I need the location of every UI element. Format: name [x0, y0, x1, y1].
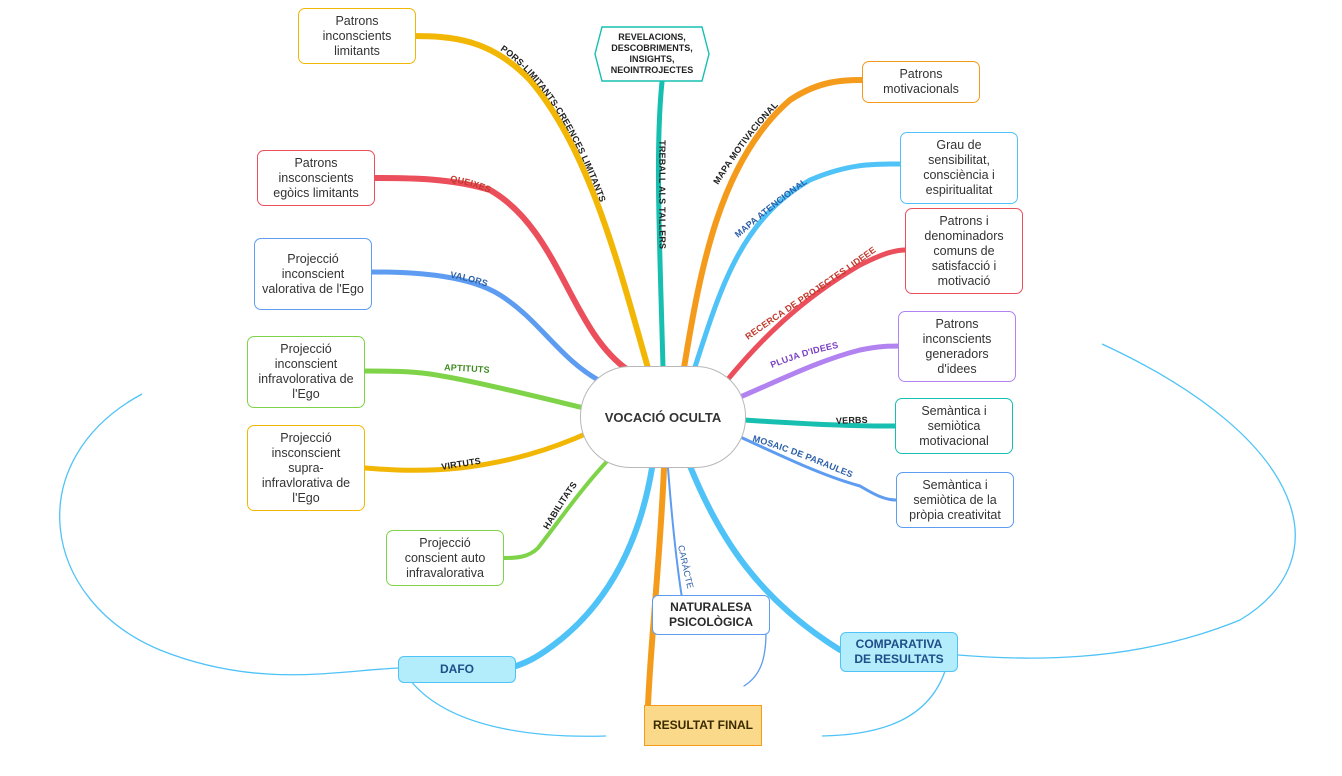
- central-topic[interactable]: VOCACIÓ OCULTA: [580, 366, 746, 468]
- node-naturalesa-psicologica[interactable]: NATURALESA PSICOLÒGICA: [652, 595, 770, 635]
- node-label: Patrons motivacionals: [883, 67, 959, 96]
- svg-text:TREBALL ALS TALLERS: TREBALL ALS TALLERS: [657, 140, 667, 249]
- node-label: NATURALESA PSICOLÒGICA: [668, 600, 753, 629]
- node-label: Patrons inconscients limitants: [322, 13, 392, 58]
- node-label: COMPARATIVA DE RESULTATS: [854, 637, 944, 666]
- node-label: Grau de sensibilitat, consciència i espi…: [923, 138, 995, 197]
- node-projeccio-infra[interactable]: Projecció inconscient infravolorativa de…: [247, 336, 365, 408]
- node-dafo[interactable]: DAFO: [398, 656, 516, 683]
- node-revelacions-line1: REVELACIONS,: [618, 32, 686, 42]
- node-label: RESULTAT FINAL: [653, 718, 753, 732]
- node-label: Patrons i denominadors comuns de satisfa…: [924, 213, 1004, 288]
- node-patrons-limitants[interactable]: Patrons inconscients limitants: [298, 8, 416, 64]
- svg-text:VALORS: VALORS: [450, 270, 490, 289]
- label-mapa-atencional: MAPA ATENCIONAL: [733, 176, 809, 239]
- node-patrons-egoics[interactable]: Patrons insconscients egòics limitants: [257, 150, 375, 206]
- node-revelacions-line4: NEOINTROJECTES: [610, 65, 694, 75]
- node-patrons-denominadors[interactable]: Patrons i denominadors comuns de satisfa…: [905, 208, 1023, 294]
- node-label: Semàntica i semiòtica motivacional: [919, 403, 989, 448]
- svg-text:MAPA MOTIVACIONAL: MAPA MOTIVACIONAL: [711, 99, 780, 186]
- node-revelacions-line2: DESCOBRIMENTS,: [611, 43, 693, 53]
- node-label: DAFO: [440, 662, 474, 676]
- node-revelacions[interactable]: REVELACIONS, DESCOBRIMENTS, INSIGHTS, NE…: [594, 26, 710, 82]
- node-label: Patrons inconscients generadors d'idees: [922, 316, 992, 376]
- node-semantica-creativitat[interactable]: Semàntica i semiòtica de la pròpia creat…: [896, 472, 1014, 528]
- svg-text:HABILITATS: HABILITATS: [541, 480, 579, 531]
- label-aptituts: APTITUTS: [444, 362, 490, 375]
- label-mosaic-paraules: MOSAIC DE PARAULES: [752, 433, 855, 479]
- label-valors: VALORS: [450, 270, 489, 289]
- label-queixes: QUEIXES: [450, 174, 493, 195]
- svg-text:MOSAIC DE PARAULES: MOSAIC DE PARAULES: [752, 433, 855, 479]
- node-label: Projecció inconscient infravolorativa de…: [258, 342, 354, 401]
- node-label: Projecció inconscient valorativa de l'Eg…: [262, 251, 364, 296]
- node-label: Projecció conscient auto infravalorativa: [404, 535, 486, 580]
- svg-text:QUEIXES: QUEIXES: [450, 174, 493, 195]
- node-comparativa-resultats[interactable]: COMPARATIVA DE RESULTATS: [840, 632, 958, 672]
- label-mapa-motivacional: MAPA MOTIVACIONAL: [711, 99, 780, 186]
- hexagon-shape: [594, 26, 710, 82]
- svg-text:PLUJA D'IDEES: PLUJA D'IDEES: [769, 340, 839, 370]
- node-patrons-motivacionals[interactable]: Patrons motivacionals: [862, 61, 980, 103]
- label-verbs: VERBS: [836, 415, 868, 426]
- node-label: Projecció insconscient supra-infravlorat…: [261, 430, 351, 505]
- svg-text:MAPA ATENCIONAL: MAPA ATENCIONAL: [733, 176, 809, 239]
- node-revelacions-line3: INSIGHTS,: [629, 54, 675, 64]
- node-patrons-generadors[interactable]: Patrons inconscients generadors d'idees: [898, 311, 1016, 382]
- central-topic-label: VOCACIÓ OCULTA: [604, 409, 722, 425]
- svg-text:VERBS: VERBS: [836, 415, 868, 426]
- label-treball-als-tallers: TREBALL ALS TALLERS: [657, 140, 667, 249]
- svg-text:RECERCA DE PROJECTES I IDEEES: RECERCA DE PROJECTES I IDEEES: [0, 0, 878, 342]
- svg-text:APTITUTS: APTITUTS: [444, 362, 490, 375]
- node-projeccio-valorativa[interactable]: Projecció inconscient valorativa de l'Eg…: [254, 238, 372, 310]
- node-label: Patrons insconscients egòics limitants: [273, 155, 359, 200]
- label-pluja-idees: PLUJA D'IDEES: [769, 340, 839, 370]
- node-semantica-motivacional[interactable]: Semàntica i semiòtica motivacional: [895, 398, 1013, 454]
- node-grau-sensibilitat[interactable]: Grau de sensibilitat, consciència i espi…: [900, 132, 1018, 204]
- label-recerca-projectes: RECERCA DE PROJECTES I IDEEES: [0, 0, 877, 342]
- node-projeccio-supra[interactable]: Projecció insconscient supra-infravlorat…: [247, 425, 365, 511]
- node-resultat-final[interactable]: RESULTAT FINAL: [644, 705, 762, 746]
- node-projeccio-conscient[interactable]: Projecció conscient auto infravalorativa: [386, 530, 504, 586]
- label-habilitats: HABILITATS: [541, 480, 579, 531]
- node-label: Semàntica i semiòtica de la pròpia creat…: [909, 477, 1001, 522]
